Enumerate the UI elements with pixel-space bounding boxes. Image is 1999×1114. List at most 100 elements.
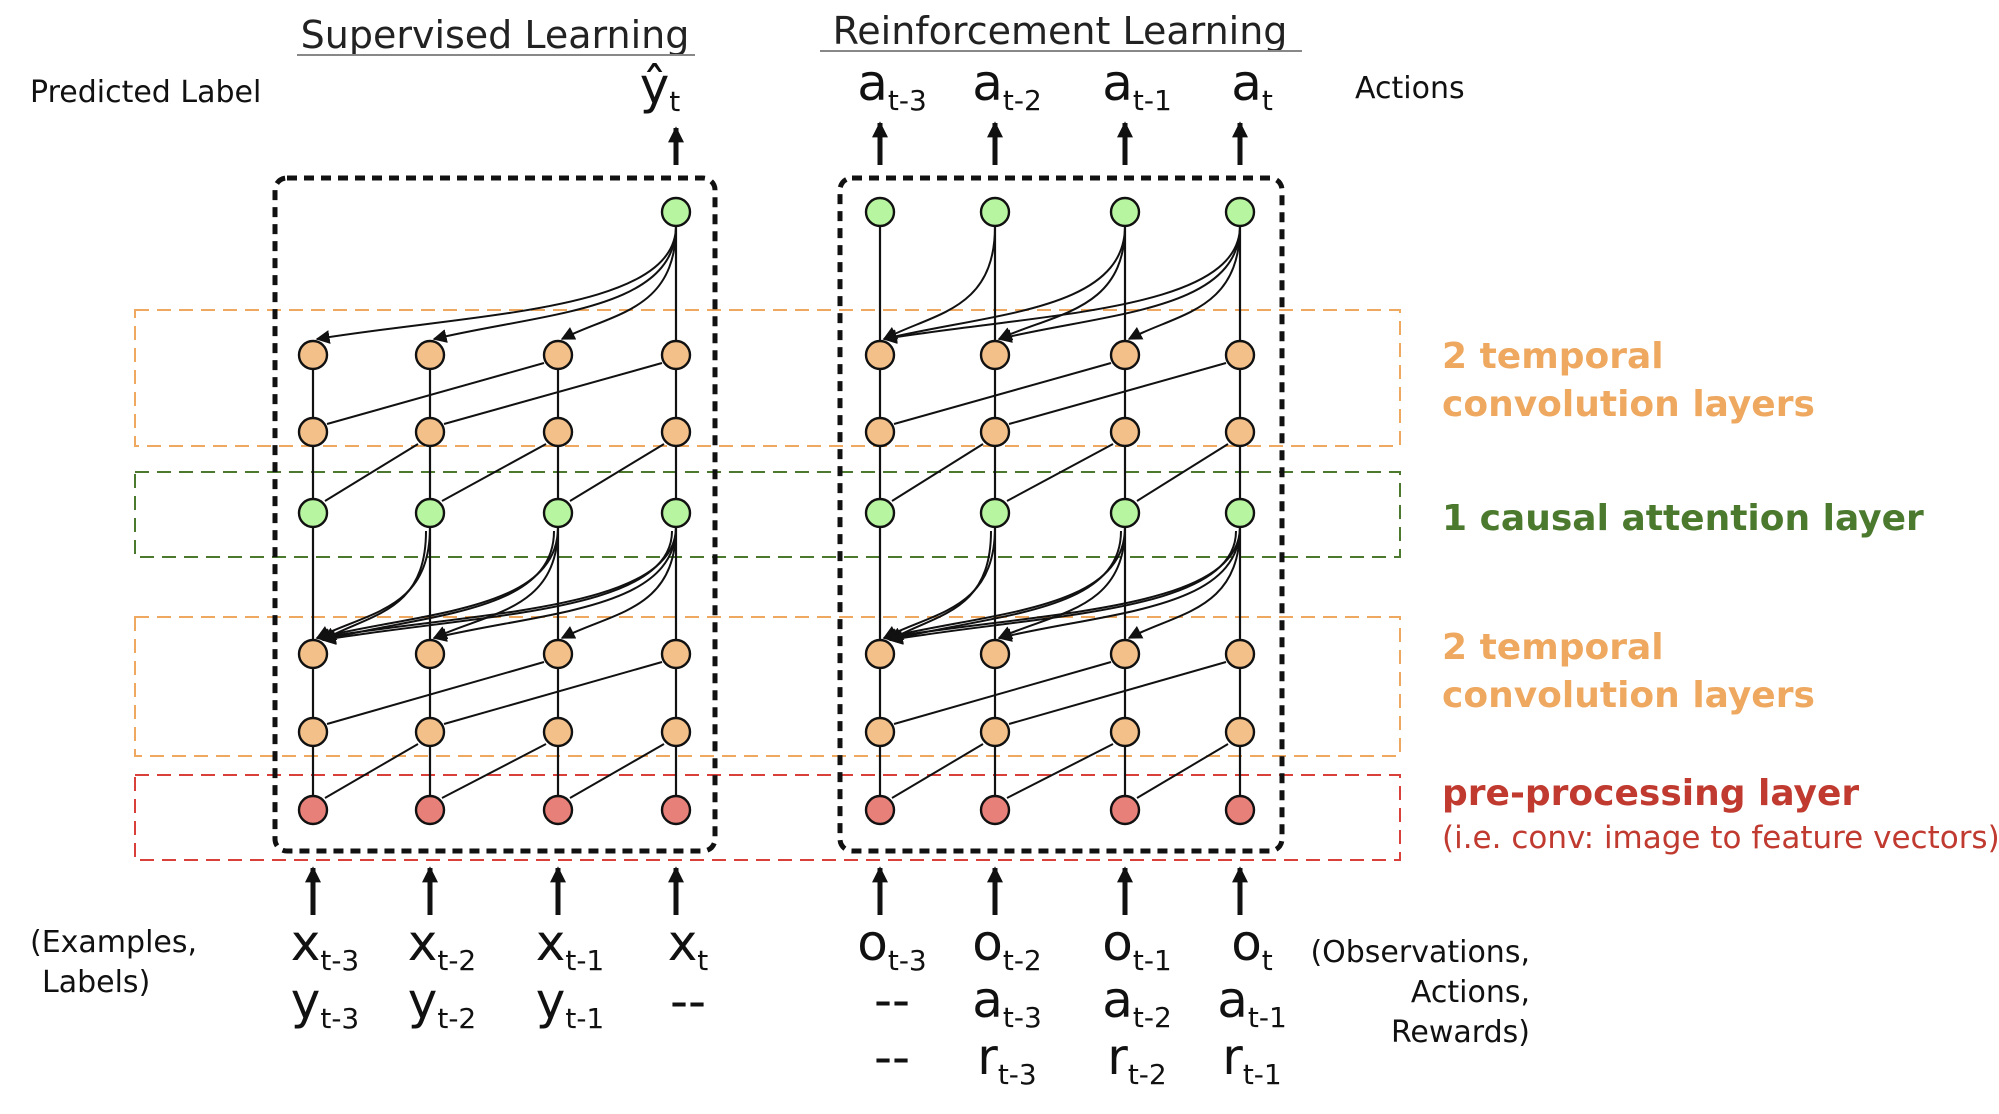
temporal-top-label-2: convolution layers bbox=[1442, 384, 1815, 425]
example-x-label: xt-1 bbox=[536, 914, 605, 977]
reward-label-base: r bbox=[1222, 1028, 1243, 1086]
rl-conv-top2-node bbox=[1224, 339, 1256, 371]
rl-output-attention-arrow bbox=[1127, 225, 1241, 340]
supervised-network-box bbox=[272, 175, 718, 854]
reward-label: -- bbox=[874, 1028, 910, 1086]
rl-attention-node bbox=[864, 497, 896, 529]
reward-label: rt-3 bbox=[977, 1028, 1036, 1091]
preprocessing-label: pre-processing layer bbox=[1442, 773, 1859, 814]
rl-action-label-sub: t-2 bbox=[1003, 84, 1042, 117]
supervised-diag-d1-top bbox=[569, 443, 665, 502]
example-x-label-base: x bbox=[408, 914, 438, 972]
supervised-title: Supervised Learning bbox=[301, 13, 690, 57]
supervised-conv-bot1-node bbox=[660, 716, 692, 748]
supervised-diag-d2-top bbox=[326, 362, 545, 425]
rl-output-node bbox=[1224, 196, 1256, 228]
rl-output-attention-arrow bbox=[997, 225, 1126, 341]
reward-label-sub: t-1 bbox=[1243, 1058, 1282, 1091]
prev-action-label: at-2 bbox=[1102, 971, 1172, 1034]
rl-preproc-node bbox=[1224, 794, 1256, 826]
example-x-label-sub: t-1 bbox=[565, 944, 604, 977]
rl-attention-node bbox=[1109, 497, 1141, 529]
supervised-output-attention-arrow bbox=[560, 225, 677, 340]
rl-attention-arrow bbox=[882, 526, 1126, 642]
rl-conv-bot1-node bbox=[979, 716, 1011, 748]
rl-output-attention-arrow bbox=[882, 225, 1126, 343]
output-base: ŷ bbox=[640, 57, 670, 115]
rl-diag-d1-top bbox=[1136, 443, 1229, 502]
observation-label-base: o bbox=[972, 914, 1003, 972]
prev-action-label: at-3 bbox=[972, 971, 1042, 1034]
reward-label-sub: t-3 bbox=[998, 1058, 1037, 1091]
observation-label: ot-3 bbox=[857, 914, 927, 977]
supervised-diag-d1-bottom bbox=[569, 743, 665, 799]
rl-output-attention-arrow bbox=[882, 225, 1241, 344]
prev-action-label: -- bbox=[874, 971, 910, 1029]
prev-action-label-base: a bbox=[1102, 971, 1133, 1029]
example-y-label-base: y bbox=[291, 972, 321, 1030]
prev-action-label: at-1 bbox=[1217, 971, 1287, 1034]
prev-action-label-base: a bbox=[1217, 971, 1248, 1029]
rl-conv-bot2-node bbox=[979, 638, 1011, 670]
supervised-output-node bbox=[660, 196, 692, 228]
example-x-label-base: x bbox=[536, 914, 566, 972]
supervised-attention-arrow bbox=[560, 526, 677, 639]
rl-attention-arrow bbox=[882, 526, 1241, 643]
supervised-attention-node bbox=[414, 497, 446, 529]
observation-label: ot-2 bbox=[972, 914, 1042, 977]
rl-diag-d2-bottom bbox=[1008, 661, 1227, 725]
rl-conv-bot1-node bbox=[864, 716, 896, 748]
rl-conv-bot2-node bbox=[1109, 638, 1141, 670]
rl-diag-d1-bottom bbox=[1136, 743, 1229, 799]
supervised-diag-d2-top bbox=[443, 362, 663, 425]
supervised-conv-top1-node bbox=[542, 416, 574, 448]
temporal-bottom-label-1: 2 temporal bbox=[1442, 627, 1664, 668]
prev-action-label-sub: t-1 bbox=[1248, 1001, 1287, 1034]
observation-label-base: o bbox=[1231, 914, 1262, 972]
example-y-label-base: y bbox=[536, 972, 566, 1030]
supervised-conv-top2-node bbox=[542, 339, 574, 371]
rl-conv-bot2-node bbox=[864, 638, 896, 670]
rl-diag-d1-top bbox=[1006, 443, 1114, 502]
supervised-attention-fan bbox=[321, 530, 673, 645]
supervised-diag-d1-bottom bbox=[324, 743, 419, 799]
reward-label-sub: t-2 bbox=[1128, 1058, 1167, 1091]
prev-action-label-base: a bbox=[972, 971, 1003, 1029]
supervised-preproc-node bbox=[660, 794, 692, 826]
reward-label-base: -- bbox=[874, 1028, 910, 1086]
rl-action-label: at-2 bbox=[972, 54, 1042, 117]
supervised-diag-d1-bottom bbox=[441, 743, 547, 799]
rl-conv-top2-node bbox=[979, 339, 1011, 371]
rl-diag-d2-top bbox=[893, 362, 1112, 425]
example-y-label-sub: t-2 bbox=[437, 1002, 476, 1035]
supervised-diag-d1-top bbox=[324, 443, 419, 502]
example-y-label-base: -- bbox=[670, 972, 706, 1030]
rl-conv-top1-node bbox=[1109, 416, 1141, 448]
supervised-preproc-node bbox=[542, 794, 574, 826]
actions-caption: Actions bbox=[1355, 71, 1465, 106]
observation-label-base: o bbox=[1102, 914, 1133, 972]
rl-conv-bot1-node bbox=[1109, 716, 1141, 748]
rl-diag-d2-bottom bbox=[893, 661, 1112, 725]
rl-output-node bbox=[864, 196, 896, 228]
rl-action-label-base: a bbox=[1231, 54, 1262, 112]
rl-output-node bbox=[979, 196, 1011, 228]
rl-action-label-base: a bbox=[972, 54, 1003, 112]
supervised-preproc-node bbox=[297, 794, 329, 826]
observation-label: ot bbox=[1231, 914, 1273, 977]
rl-action-label-sub: t-3 bbox=[888, 84, 927, 117]
example-x-label-base: x bbox=[291, 914, 321, 972]
observations-caption-line3: Rewards) bbox=[1391, 1015, 1530, 1050]
rl-preproc-node bbox=[979, 794, 1011, 826]
rl-diag-d1-bottom bbox=[1006, 743, 1114, 799]
rl-attention-arrow bbox=[1127, 526, 1241, 639]
supervised-conv-top1-node bbox=[414, 416, 446, 448]
example-y-label: yt-1 bbox=[536, 972, 605, 1035]
reward-label-base: r bbox=[1107, 1028, 1128, 1086]
network-nodes bbox=[297, 196, 1256, 826]
attention-label: 1 causal attention layer bbox=[1442, 498, 1924, 539]
example-x-label-sub: t bbox=[697, 944, 708, 977]
supervised-conv-bot2-node bbox=[414, 638, 446, 670]
supervised-attention-fan bbox=[321, 530, 427, 641]
